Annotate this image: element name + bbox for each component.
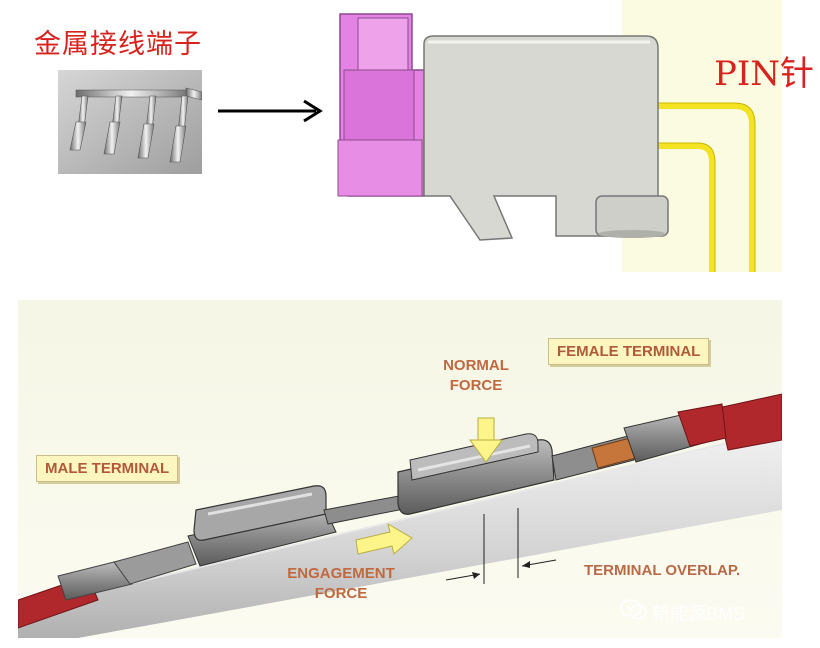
right-arrow-icon bbox=[218, 99, 323, 123]
pin-label: PIN针 bbox=[714, 54, 815, 94]
engagement-force-arrow-icon bbox=[355, 522, 413, 555]
engagement-force-line1: ENGAGEMENT bbox=[287, 565, 395, 582]
watermark-text: 新能源BMS bbox=[652, 604, 746, 624]
normal-force-arrow-icon bbox=[469, 417, 503, 463]
terminal-strip-photo bbox=[58, 70, 202, 174]
connector-illustration bbox=[337, 0, 782, 272]
terminal-mating-diagram bbox=[18, 300, 782, 638]
male-terminal-label: MALE TERMINAL bbox=[36, 455, 179, 482]
engagement-force-label: ENGAGEMENT FORCE bbox=[278, 564, 404, 604]
normal-force-line1: NORMAL bbox=[443, 357, 509, 374]
normal-force-label: NORMAL FORCE bbox=[436, 356, 516, 396]
female-terminal-label: FEMALE TERMINAL bbox=[548, 338, 710, 365]
terminal-overlap-label: TERMINAL OVERLAP. bbox=[584, 562, 741, 579]
wechat-icon bbox=[620, 599, 647, 620]
normal-force-line2: FORCE bbox=[449, 377, 503, 394]
terminal-title: 金属接线端子 bbox=[34, 29, 202, 60]
engagement-force-line2: FORCE bbox=[314, 585, 368, 602]
